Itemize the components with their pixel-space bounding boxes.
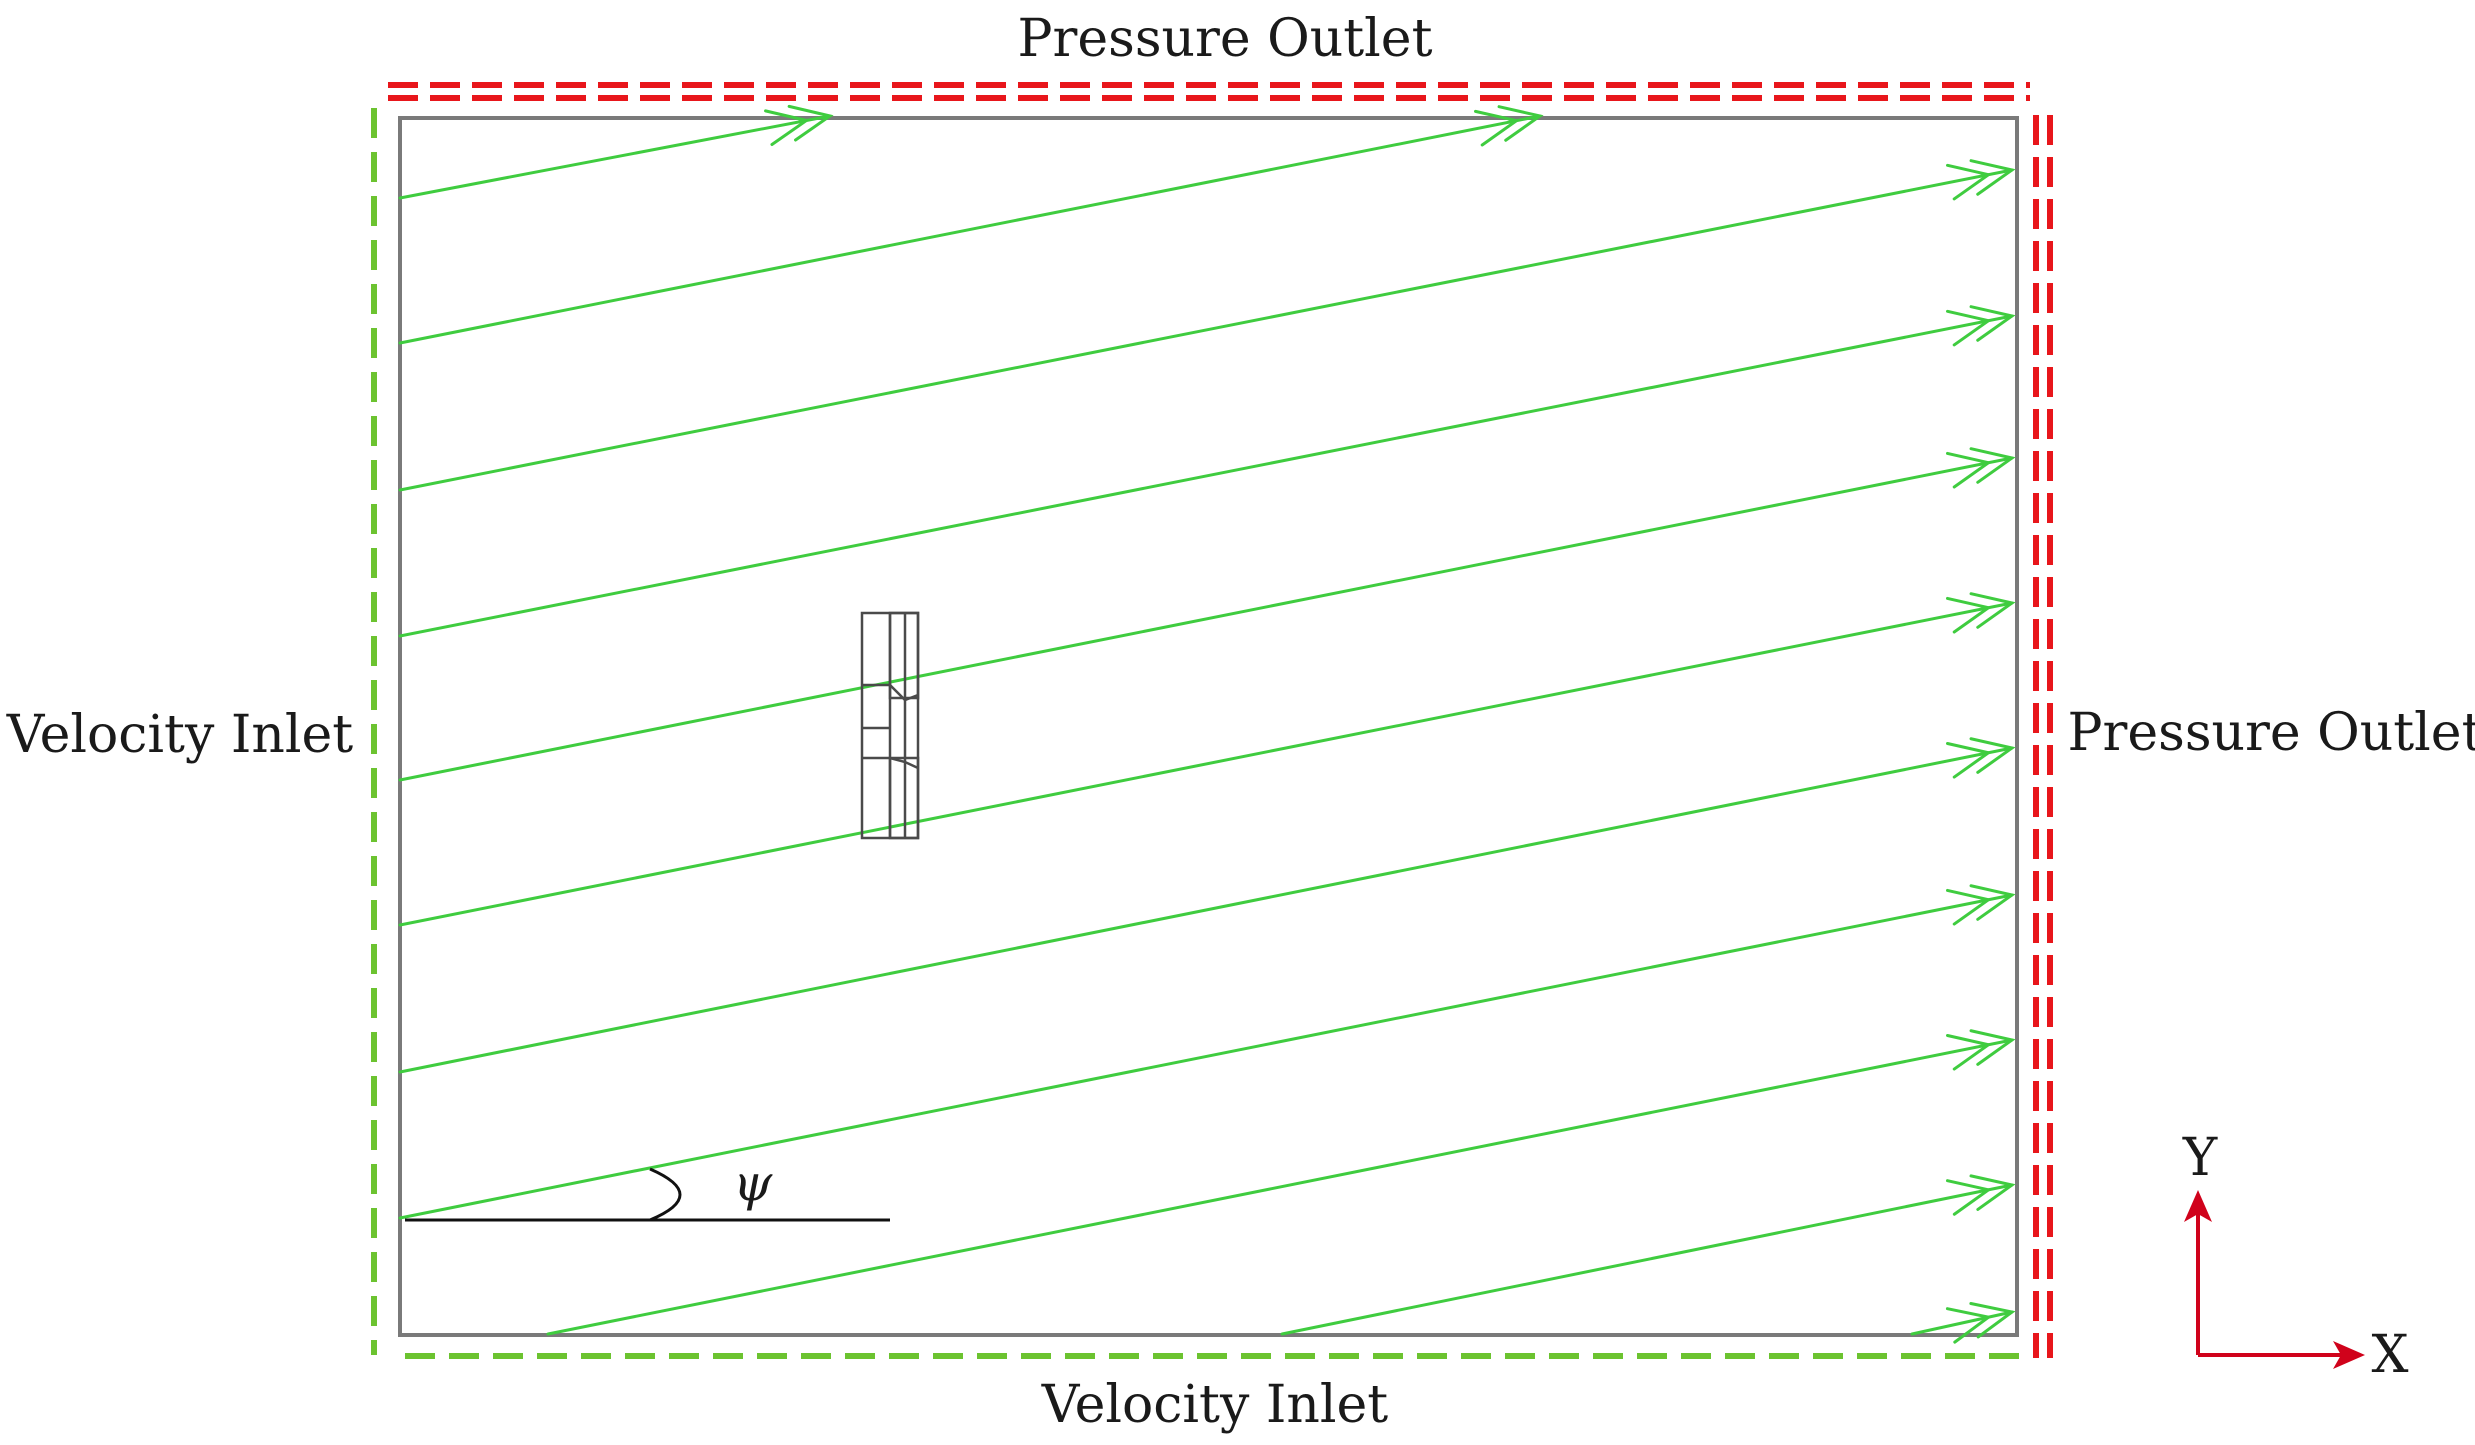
streamline-arrowhead-5-1 bbox=[1969, 447, 2016, 484]
streamline-1 bbox=[398, 114, 832, 200]
streamline-arrowhead-10-2 bbox=[1945, 1179, 1993, 1216]
streamline-arrowhead-7-2 bbox=[1945, 741, 1993, 779]
streamline-arrowhead-1-2 bbox=[764, 109, 811, 147]
streamline-arrowhead-4-2 bbox=[1946, 309, 1993, 347]
angle-indicator: ψ bbox=[405, 1154, 890, 1222]
streamline-5 bbox=[398, 456, 2014, 782]
right-pressure-outlet-boundary bbox=[2033, 115, 2053, 1358]
x-axis-label: X bbox=[2371, 1325, 2408, 1385]
computational-domain bbox=[398, 116, 2019, 1337]
streamline-7 bbox=[398, 746, 2014, 1074]
streamline-8 bbox=[398, 893, 2014, 1220]
streamline-arrowhead-11-1 bbox=[1969, 1302, 2016, 1339]
streamline-arrowhead-9-2 bbox=[1945, 1033, 1993, 1071]
top-pressure-outlet-boundary bbox=[388, 82, 2030, 101]
streamline-arrowhead-8-2 bbox=[1946, 888, 1993, 926]
streamlines bbox=[398, 104, 2016, 1344]
bottom-boundary-label: Velocity Inlet bbox=[1041, 1375, 1388, 1435]
coordinate-axes: Y X bbox=[2182, 1128, 2409, 1385]
streamline-10 bbox=[1280, 1183, 2014, 1336]
streamline-arrowhead-2-1 bbox=[1497, 105, 1544, 142]
top-boundary-label: Pressure Outlet bbox=[1018, 9, 1433, 69]
streamline-arrowhead-3-2 bbox=[1946, 163, 1993, 201]
streamline-9 bbox=[546, 1038, 2014, 1336]
bluff-body bbox=[860, 611, 920, 840]
streamline-4 bbox=[398, 314, 2014, 638]
streamline-arrowhead-9-1 bbox=[1969, 1029, 2016, 1066]
y-axis-arrowhead bbox=[2184, 1190, 2212, 1222]
streamline-arrowhead-3-1 bbox=[1969, 159, 2016, 196]
angle-label: ψ bbox=[733, 1154, 773, 1212]
streamline-3 bbox=[398, 168, 2014, 492]
streamline-arrowhead-4-1 bbox=[1969, 305, 2016, 342]
right-boundary-label: Pressure Outlet bbox=[2068, 703, 2475, 763]
boundary-markers bbox=[371, 82, 2053, 1359]
x-axis-arrowhead bbox=[2333, 1341, 2365, 1369]
left-boundary-label: Velocity Inlet bbox=[6, 705, 353, 765]
streamline-11 bbox=[1910, 1310, 2014, 1336]
streamline-arrowhead-10-1 bbox=[1969, 1174, 2016, 1211]
streamline-6 bbox=[398, 601, 2014, 927]
streamline-2 bbox=[398, 114, 1542, 345]
streamline-arrowhead-6-1 bbox=[1969, 592, 2016, 629]
streamline-arrowhead-6-2 bbox=[1946, 596, 1993, 634]
angle-arc bbox=[649, 1167, 682, 1222]
streamline-arrowhead-2-2 bbox=[1474, 109, 1521, 147]
streamline-arrowhead-1-1 bbox=[787, 104, 834, 142]
y-axis-label: Y bbox=[2182, 1128, 2218, 1188]
streamline-arrowhead-5-2 bbox=[1946, 451, 1993, 489]
streamline-arrowhead-8-1 bbox=[1969, 884, 2016, 921]
streamline-arrowhead-11-2 bbox=[1945, 1307, 1993, 1344]
streamline-arrowhead-7-1 bbox=[1969, 737, 2016, 774]
